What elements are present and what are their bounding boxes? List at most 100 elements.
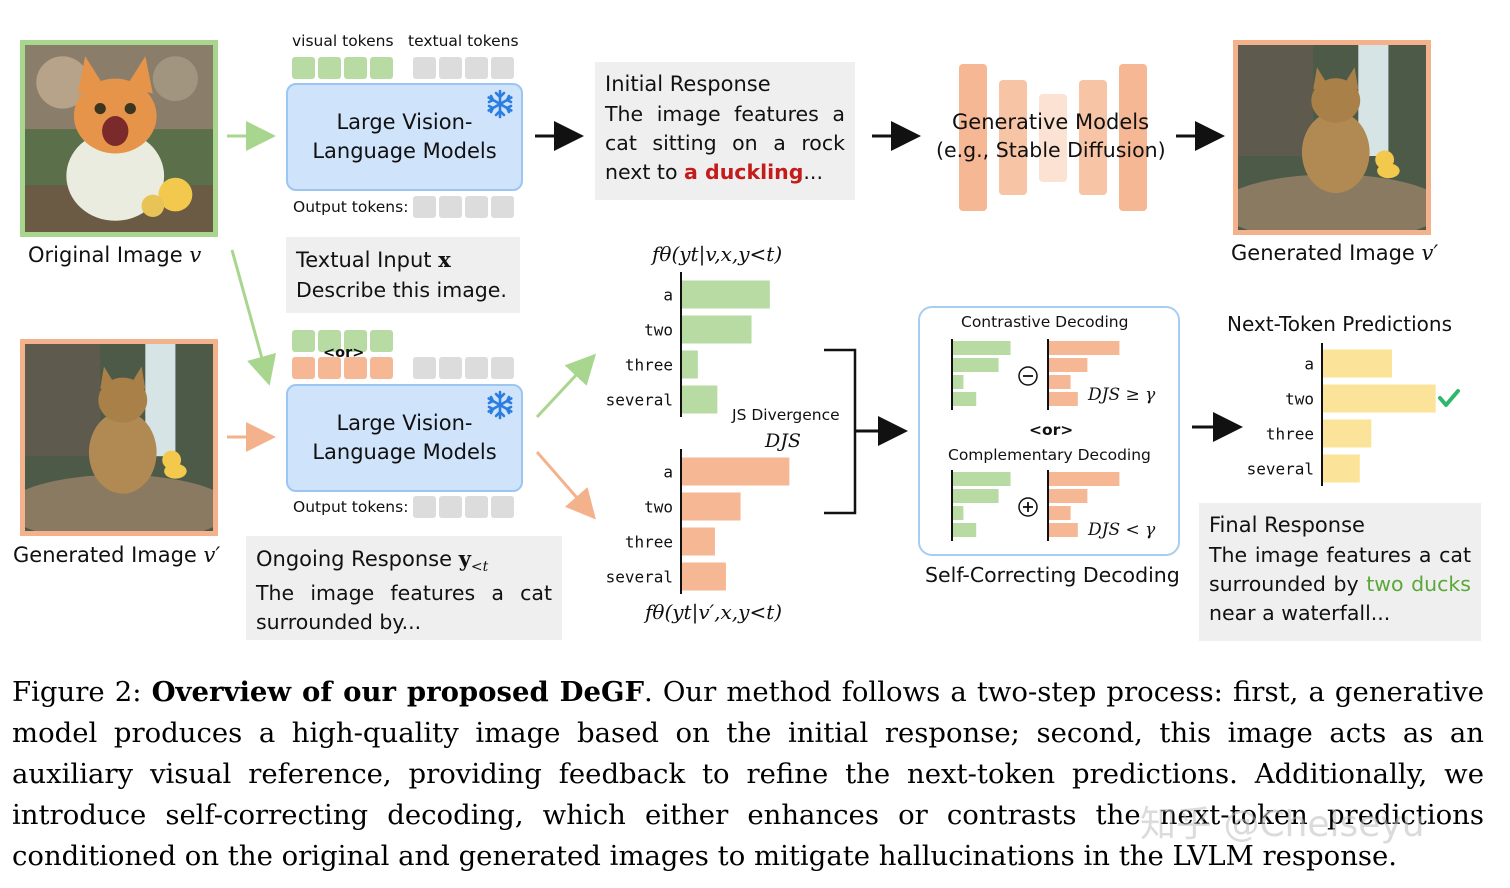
tick-label-three: three (625, 533, 673, 552)
output-token (491, 496, 514, 518)
tick-label-a: a (663, 463, 673, 482)
lvlm-title-line2: Language Models (312, 440, 497, 464)
bar-three (682, 350, 698, 379)
generated-image-left (20, 339, 218, 536)
output-token (465, 196, 488, 218)
visual-tokens-label: visual tokens (292, 32, 394, 50)
lvlm-title-line1: Large Vision- (336, 411, 473, 435)
textual-token (439, 57, 462, 79)
textual-token (413, 357, 436, 379)
generated-visual-token (292, 357, 315, 379)
watermark: 知乎 @Chelseyu (1140, 804, 1425, 845)
generated-image-label-left: Generated Image v′ (13, 543, 220, 567)
textual-token (491, 357, 514, 379)
generated-visual-token (318, 357, 341, 379)
output-tokens-label-bottom: Output tokens: (293, 498, 409, 516)
arrow-lvlm-to-bottom-dist (535, 451, 596, 520)
arrow-lvlm-to-top-dist (535, 353, 597, 419)
textual-token (491, 57, 514, 79)
bar-a (682, 457, 790, 486)
tick-label-several: several (606, 391, 673, 410)
tick-label-a: a (663, 286, 673, 305)
visual-token (318, 330, 341, 352)
bar-several (682, 385, 718, 414)
js-bracket (824, 348, 857, 515)
contrastive-condition: DJS ≥ γ (1088, 385, 1156, 405)
textual-token (465, 357, 488, 379)
next-token-label: Next-Token Predictions (1227, 312, 1453, 336)
contrastive-label: Contrastive Decoding (961, 313, 1129, 331)
tick-label-two: two (644, 498, 673, 517)
original-image-label: Original Image v (28, 243, 201, 267)
original-image-symbol: v (189, 243, 202, 267)
top-dist-label: fθ(yt|v,x,y<t) (652, 242, 783, 266)
visual-token (292, 57, 315, 79)
bar-three (682, 527, 715, 556)
bottom-distribution-chart: a two three several (606, 449, 790, 594)
lvlm-box-top: Large Vision- Language Models (286, 83, 523, 191)
initial-response-tail: ... (803, 160, 823, 184)
initial-response-box: Initial Response The image features a ca… (595, 62, 855, 200)
final-response-tail: near a waterfall... (1209, 601, 1391, 625)
or-label-decoding: <or> (1029, 421, 1074, 439)
lvlm-title-line2: Language Models (312, 139, 497, 163)
output-token (413, 196, 436, 218)
bar-three (1323, 419, 1372, 448)
generative-models-title: Generative Models (952, 110, 1150, 134)
self-correcting-label: Self-Correcting Decoding (925, 563, 1180, 587)
visual-token (292, 330, 315, 352)
visual-token (370, 57, 393, 79)
final-response-text: The image features a cat surrounded by (1209, 543, 1471, 596)
js-divergence-label: JS Divergence (732, 406, 840, 424)
generated-image-symbol-right: v′ (1421, 241, 1439, 265)
self-correcting-box (918, 306, 1180, 556)
output-tokens-label-top: Output tokens: (293, 198, 409, 216)
final-response-heading: Final Response (1209, 513, 1365, 537)
caption-prefix: Figure 2: (12, 676, 142, 708)
original-image-text: Original Image (28, 243, 183, 267)
textual-token (413, 57, 436, 79)
js-symbol: DJS (765, 430, 801, 452)
initial-response-text: The image features a cat sitting on a ro… (605, 102, 845, 184)
figure-caption: Figure 2: Overview of our proposed DeGF.… (12, 672, 1484, 877)
textual-token (465, 57, 488, 79)
ongoing-response-heading: Ongoing Response (256, 547, 453, 571)
initial-response-heading: Initial Response (605, 72, 771, 96)
generated-image-text-left: Generated Image (13, 543, 197, 567)
snowflake-icon (487, 89, 513, 119)
bar-two (682, 315, 752, 344)
visual-token (344, 57, 367, 79)
tick-label-several: several (606, 568, 673, 587)
original-image (20, 40, 218, 237)
output-token (465, 496, 488, 518)
bar-two (1323, 384, 1436, 413)
complementary-label: Complementary Decoding (948, 446, 1151, 464)
lvlm-title-line1: Large Vision- (336, 110, 473, 134)
output-token (439, 196, 462, 218)
ongoing-response-text: The image features a cat surrounded by..… (256, 581, 552, 635)
tick-label-two: two (1285, 390, 1314, 409)
tick-label-several: several (1247, 460, 1314, 479)
tick-label-three: three (625, 356, 673, 375)
visual-token (370, 330, 393, 352)
lvlm-box-bottom: Large Vision- Language Models (286, 384, 523, 492)
tick-label-three: three (1266, 425, 1314, 444)
tick-label-two: two (644, 321, 673, 340)
ongoing-response-symbol: y (458, 546, 471, 571)
generated-image-text-right: Generated Image (1231, 241, 1415, 265)
caption-bold: Overview of our proposed DeGF (151, 676, 644, 708)
bar-several (682, 562, 726, 591)
output-token (413, 496, 436, 518)
caption-text: . Our method follows a two-step process:… (12, 676, 1484, 872)
generated-image-symbol-left: v′ (203, 543, 221, 567)
output-token (491, 196, 514, 218)
visual-token (344, 330, 367, 352)
textual-input-heading: Textual Input (296, 248, 432, 272)
output-token (439, 496, 462, 518)
bar-a (1323, 349, 1392, 378)
textual-tokens-label: textual tokens (408, 32, 519, 50)
checkmark-icon (1438, 389, 1460, 407)
textual-input-symbol: x (438, 247, 451, 272)
textual-input-text: Describe this image. (296, 278, 507, 302)
